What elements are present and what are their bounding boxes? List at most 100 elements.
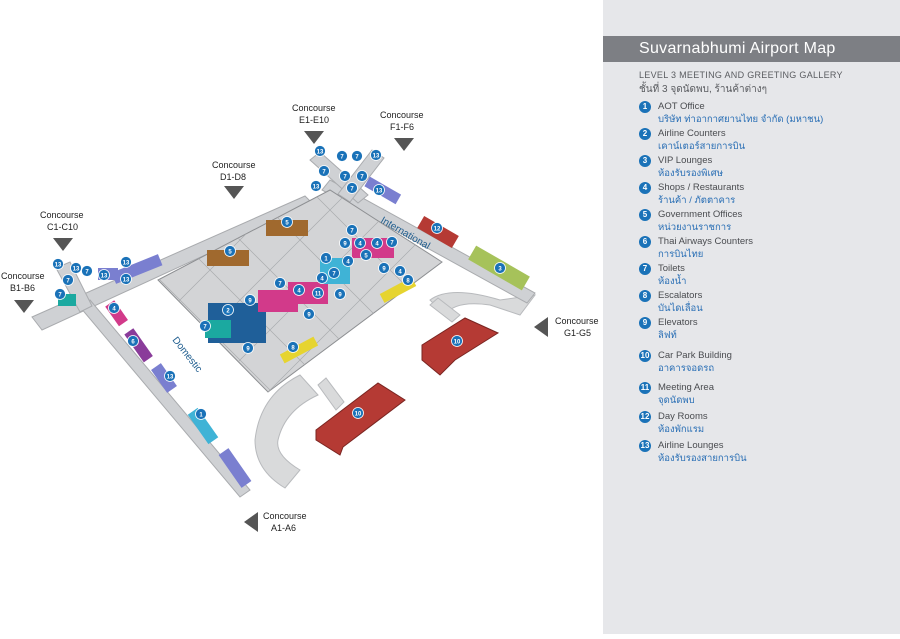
map-badge-circle [334, 288, 346, 300]
legend-label-thai: ห้องน้ำ [658, 276, 687, 287]
map-number-badge: 7 [386, 236, 398, 248]
map-badge-number: 4 [297, 288, 301, 294]
map-badge-circle [199, 320, 211, 332]
map-badge-circle [354, 237, 366, 249]
map-badge-circle [312, 287, 324, 299]
legend-number-badge: 8 [639, 290, 651, 302]
legend-label-thai: ห้องรับรองสายการบิน [658, 453, 747, 464]
map-badge-circle [310, 180, 322, 192]
map-number-badge: 5 [281, 216, 293, 228]
map-badge-circle [336, 150, 348, 162]
legend-label: Government Offices [658, 209, 743, 220]
concourse-c-word: Concourse [40, 210, 84, 220]
map-number-badge: 7 [274, 277, 286, 289]
map-badge-circle [342, 255, 354, 267]
map-badge-circle [346, 182, 358, 194]
map-number-badge: 13 [98, 269, 110, 281]
map-number-badge: 3 [494, 262, 506, 274]
legend-number-badge: 1 [639, 101, 651, 113]
map-number-badge: 13 [314, 145, 326, 157]
map-badge-number: 4 [358, 241, 362, 247]
map-number-badge: 7 [62, 274, 74, 286]
legend-number-badge: 3 [639, 155, 651, 167]
map-badge-circle [339, 237, 351, 249]
map-number-badge: 9 [244, 294, 256, 306]
map-number-badge: 7 [328, 267, 340, 279]
map-badge-circle [451, 335, 463, 347]
map-badge-number: 3 [498, 266, 502, 272]
map-badge-circle [386, 236, 398, 248]
legend-number-badge: 9 [639, 317, 651, 329]
legend-label-thai: บริษัท ท่าอากาศยานไทย จำกัด (มหาชน) [658, 114, 824, 125]
legend-label-thai: บันไดเลื่อน [658, 303, 703, 314]
map-badge-number: 7 [360, 174, 364, 180]
map-number-badge: 7 [336, 150, 348, 162]
legend-label: Airline Counters [658, 128, 726, 139]
map-badge-circle [242, 342, 254, 354]
block-gov-2 [266, 220, 308, 236]
map-number-badge: 12 [431, 222, 443, 234]
legend-number-badge: 13 [639, 440, 651, 452]
concourse-a-gates: A1-A6 [271, 523, 296, 533]
concourse-d-arrow [224, 186, 244, 199]
legend-label-thai: ห้องรับรองพิเศษ [658, 168, 723, 179]
block-escalator-1 [279, 336, 319, 364]
map-number-badge: 10 [451, 335, 463, 347]
concourse-g-gates: G1-G5 [564, 328, 591, 338]
legend-label: Escalators [658, 290, 703, 301]
block-toilet-a [205, 320, 231, 338]
legend-label: Elevators [658, 317, 698, 328]
legend-number-badge: 5 [639, 209, 651, 221]
map-badge-number: 9 [246, 346, 250, 352]
map-badge-circle [164, 370, 176, 382]
map-number-badge: 13 [164, 370, 176, 382]
map-badge-circle [370, 149, 382, 161]
map-badge-number: 4 [398, 269, 402, 275]
map-number-badge: 7 [346, 224, 358, 236]
map-badge-number: 1 [324, 256, 328, 262]
carpark-2 [315, 382, 406, 456]
map-badge-circle [318, 165, 330, 177]
map-badge-number: 9 [343, 241, 347, 247]
map-badge-number: 7 [66, 278, 70, 284]
legend-label-thai: จุดนัดพบ [658, 395, 695, 406]
map-badge-circle [316, 272, 328, 284]
map-badge-number: 13 [313, 184, 320, 190]
map-number-badge: 9 [242, 342, 254, 354]
map-badge-circle [314, 145, 326, 157]
legend-label: Thai Airways Counters [658, 236, 754, 247]
map-number-badge: 9 [339, 237, 351, 249]
map-number-badge: 9 [334, 288, 346, 300]
map-badge-circle [339, 170, 351, 182]
map-number-badge: 5 [224, 245, 236, 257]
map-number-badge: 13 [70, 262, 82, 274]
panel-title: Suvarnabhumi Airport Map [603, 36, 900, 62]
map-badge-number: 13 [317, 149, 324, 155]
map-number-badge: 13 [120, 256, 132, 268]
map-badge-number: 4 [112, 306, 116, 312]
map-badge-number: 9 [338, 292, 342, 298]
map-badge-number: 7 [278, 281, 282, 287]
map-badge-number: 7 [350, 186, 354, 192]
map-number-badge: 8 [402, 274, 414, 286]
block-lounge-dom [151, 363, 177, 393]
concourse-g-arrow [534, 317, 548, 337]
map-badge-number: 5 [285, 220, 289, 226]
legend-label-thai: ลิฟท์ [658, 330, 677, 341]
map-number-badge: 1 [320, 252, 332, 264]
concourse-b-word: Concourse [1, 271, 45, 281]
map-badge-circle [346, 224, 358, 236]
map-badge-circle [62, 274, 74, 286]
map-number-badge: 7 [81, 265, 93, 277]
carpark-1 [421, 317, 500, 376]
map-number-badge: 13 [310, 180, 322, 192]
map-badge-number: 13 [123, 260, 130, 266]
legend-label: Meeting Area [658, 382, 714, 393]
concourse-a-word: Concourse [263, 511, 307, 521]
map-badge-circle [378, 262, 390, 274]
